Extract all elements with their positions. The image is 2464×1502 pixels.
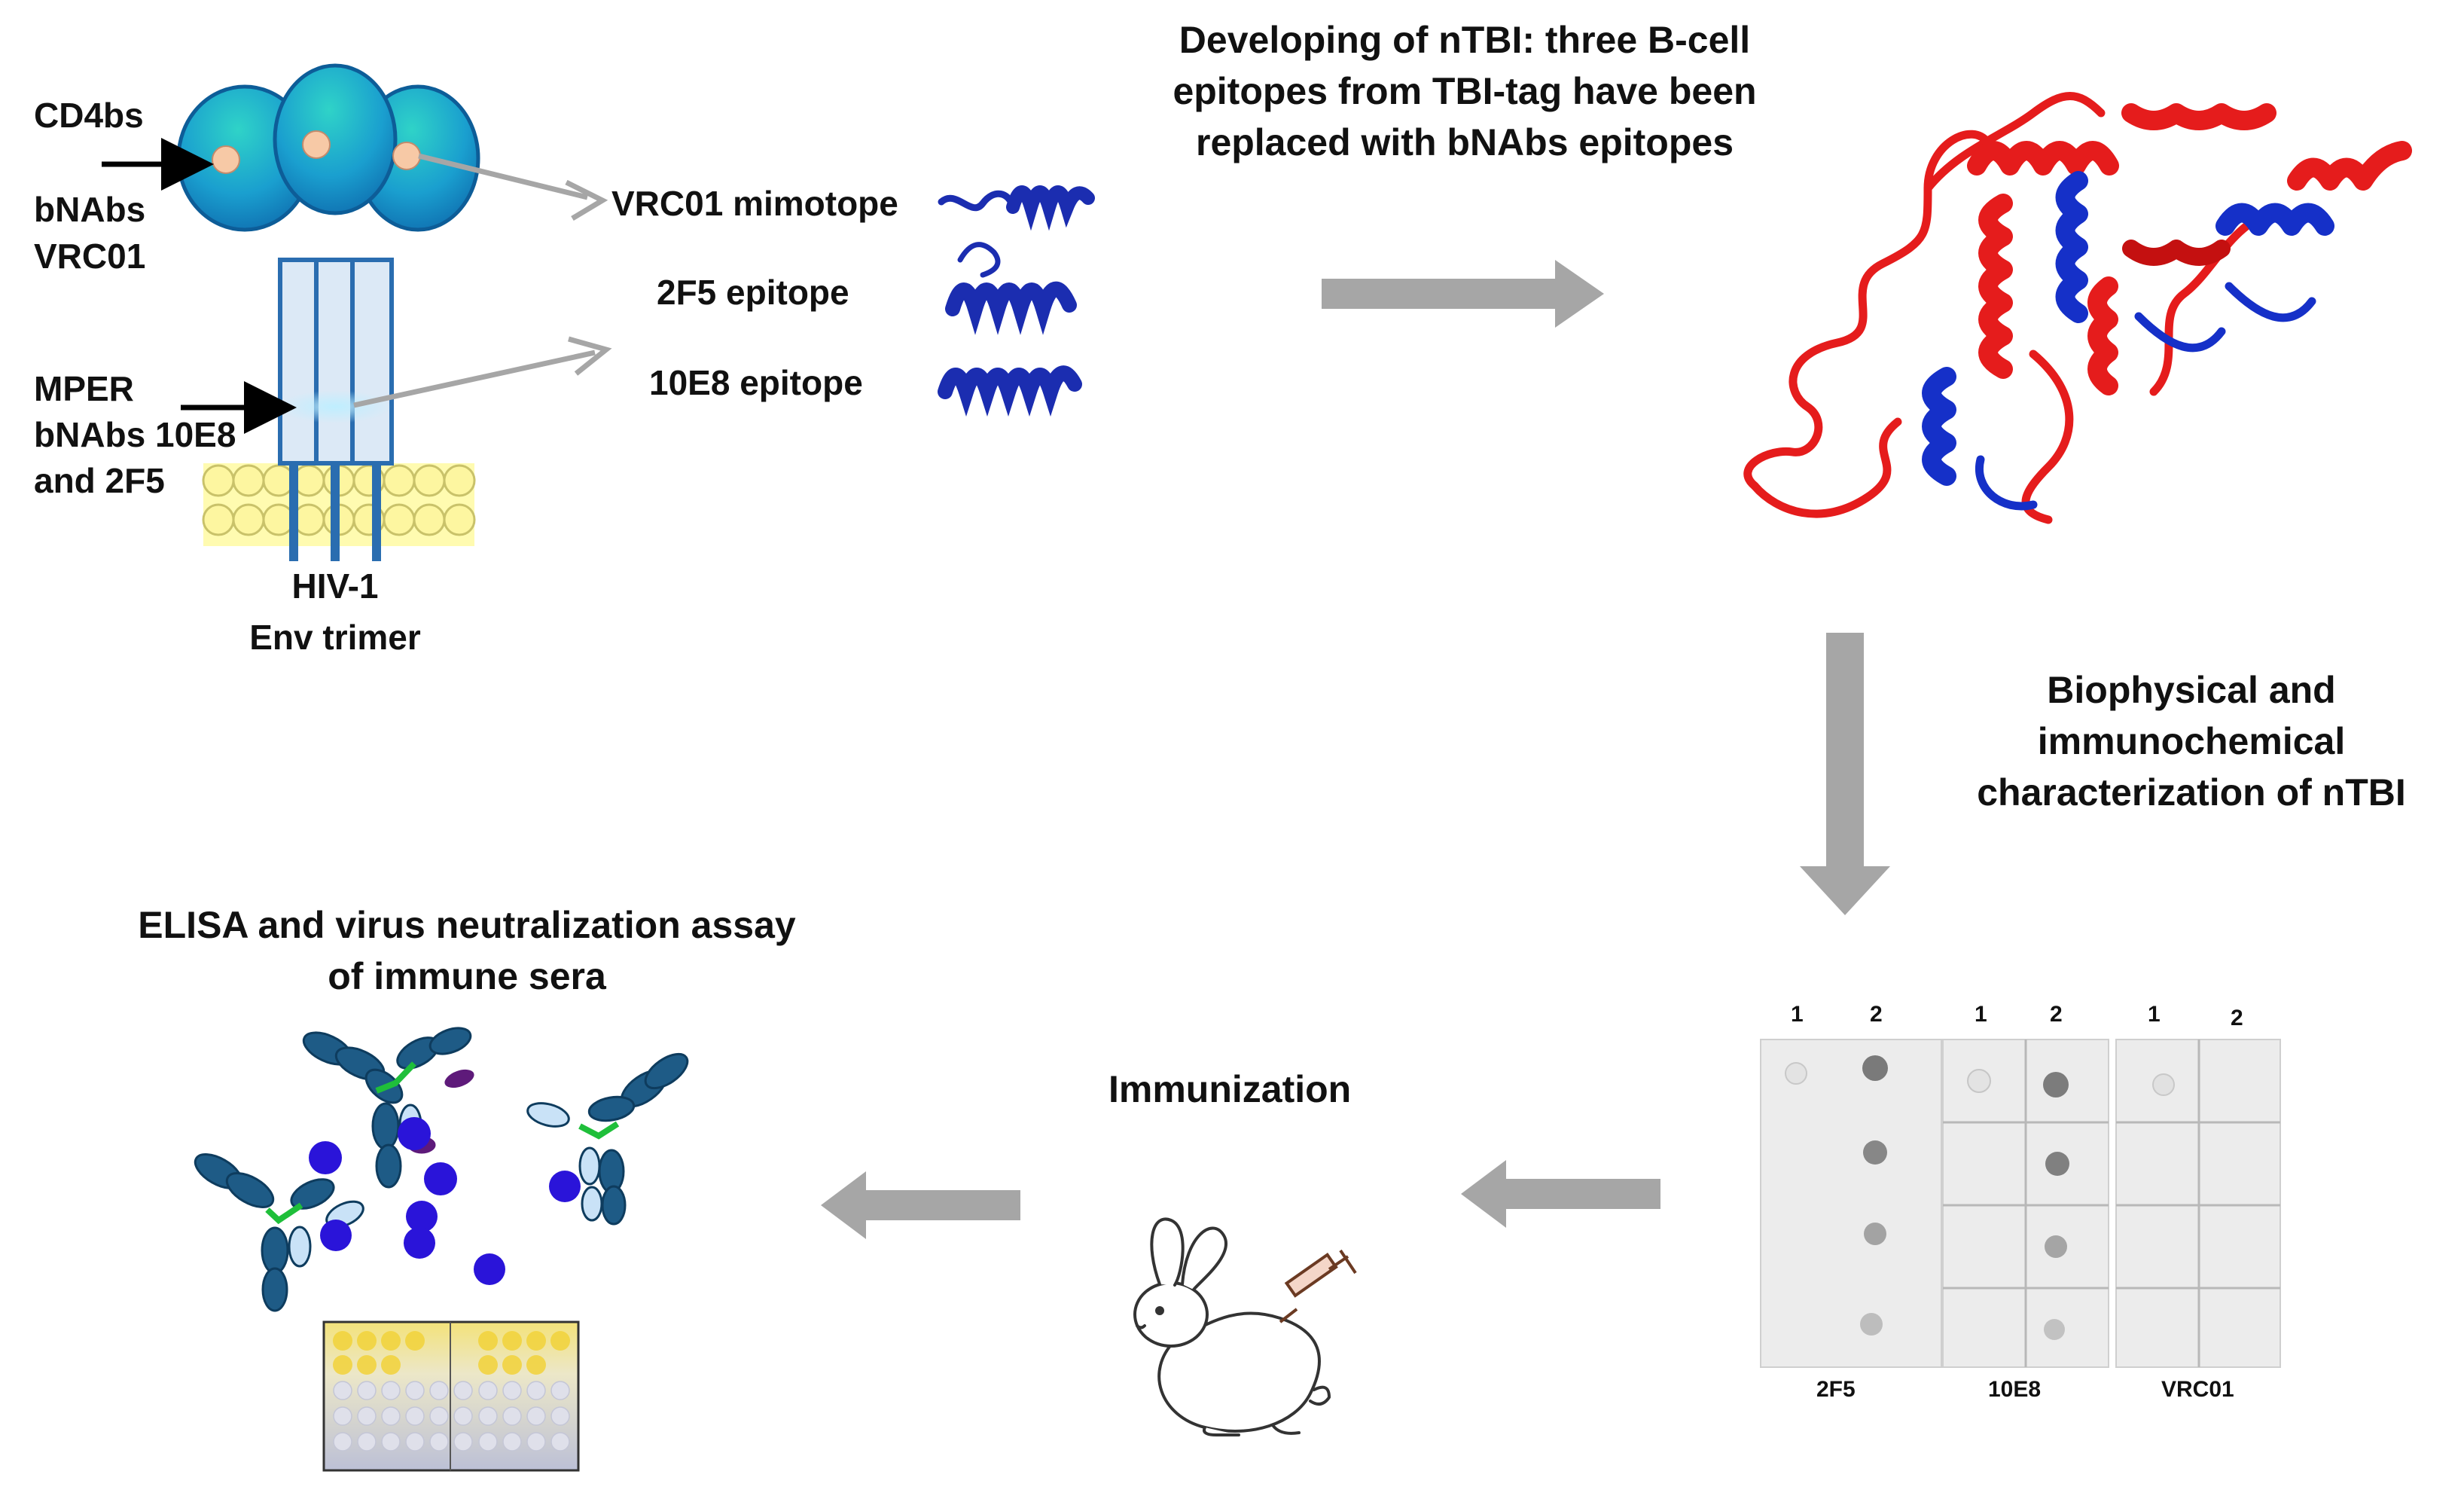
hiv-env-trimer bbox=[102, 63, 612, 561]
biophysical-step-line2: immunochemical bbox=[2037, 720, 2346, 762]
biophysical-step-line1: Biophysical and bbox=[2047, 669, 2336, 711]
mper-glow bbox=[279, 390, 392, 423]
blot-vrc01-lane-1: 1 bbox=[2148, 1002, 2161, 1027]
cd4bs-spots bbox=[212, 130, 421, 174]
2f5-epitope-label: 2F5 epitope bbox=[657, 273, 849, 312]
arrow-right bbox=[1322, 260, 1604, 328]
blot-10e8-lane-1: 1 bbox=[1975, 1002, 1987, 1027]
developing-step-line3: replaced with bNAbs epitopes bbox=[1195, 121, 1734, 163]
blot-vrc01-lane-2: 2 bbox=[2231, 1006, 2243, 1030]
arrow-left-immunization bbox=[821, 1171, 1020, 1239]
rabbit-illustration bbox=[1133, 1217, 1331, 1436]
blot-10e8-name: 10E8 bbox=[1988, 1377, 2042, 1402]
blot-10e8-lane-2: 2 bbox=[2050, 1002, 2063, 1027]
2f5-epitope-ribbon bbox=[945, 242, 1077, 335]
10e8-epitope-label: 10E8 epitope bbox=[649, 363, 863, 402]
arrow-down bbox=[1800, 633, 1890, 915]
bnabs-10e8-label: bNAbs 10E8 bbox=[34, 415, 236, 454]
and-2f5-label: and 2F5 bbox=[34, 461, 165, 500]
vrc01-mimotope-label: VRC01 mimotope bbox=[611, 184, 898, 223]
arrow-left-blots bbox=[1461, 1160, 1660, 1228]
vrc01-label: VRC01 bbox=[34, 237, 146, 276]
developing-step-line2: epitopes from TBI-tag have been bbox=[1173, 70, 1757, 112]
blot-vrc01-name: VRC01 bbox=[2161, 1377, 2234, 1402]
dot-blot-10e8 bbox=[1942, 1039, 2109, 1368]
mper-label: MPER bbox=[34, 369, 134, 408]
blot-2f5-lane-2: 2 bbox=[1870, 1002, 1883, 1027]
antigen-particles bbox=[309, 1117, 581, 1285]
blot-2f5-name: 2F5 bbox=[1816, 1377, 1856, 1402]
elisa-step-line1: ELISA and virus neutralization assay bbox=[138, 904, 796, 946]
stalks bbox=[278, 258, 394, 466]
10e8-epitope-ribbon bbox=[938, 365, 1082, 417]
ntbi-protein-structure bbox=[1743, 92, 2412, 524]
blot-2f5-lane-1: 1 bbox=[1791, 1002, 1804, 1027]
elisa-plate bbox=[322, 1320, 580, 1472]
developing-step-line1: Developing of nTBI: three B-cell bbox=[1179, 19, 1751, 61]
bnabs-label: bNAbs bbox=[34, 190, 146, 229]
process-arrows bbox=[821, 260, 1890, 1239]
biophysical-step-line3: characterization of nTBI bbox=[1977, 771, 2406, 814]
vrc01-mimotope-ribbon bbox=[938, 185, 1095, 231]
trimer-to-epitope-arrows bbox=[353, 153, 612, 408]
dot-blot-vrc01 bbox=[2115, 1039, 2281, 1368]
immunization-step-label: Immunization bbox=[1108, 1068, 1352, 1110]
env-trimer-label: Env trimer bbox=[249, 618, 421, 657]
transmembrane bbox=[289, 463, 381, 561]
hiv-label: HIV-1 bbox=[291, 566, 379, 606]
syringe-illustration bbox=[1279, 1249, 1357, 1323]
elisa-step-line2: of immune sera bbox=[328, 955, 606, 997]
cd4bs-label: CD4bs bbox=[34, 96, 144, 135]
dot-blot-2f5 bbox=[1760, 1039, 1942, 1368]
